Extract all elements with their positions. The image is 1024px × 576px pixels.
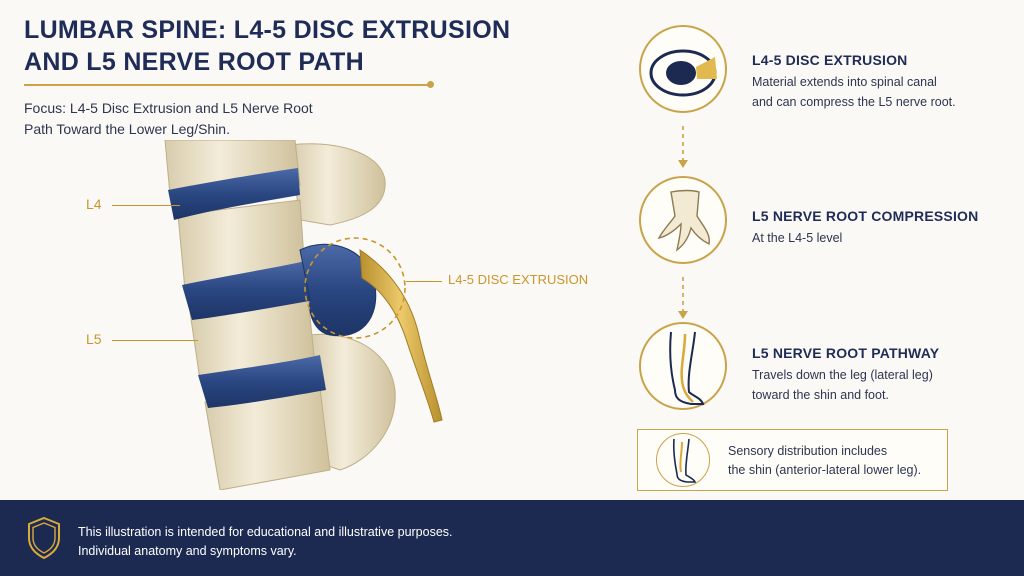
disc-l4-l5	[182, 260, 315, 320]
step-2-icon-circle	[639, 176, 727, 264]
disclaimer-line-1: This illustration is intended for educat…	[78, 525, 453, 539]
focus-line-2: Path Toward the Lower Leg/Shin.	[24, 121, 230, 137]
leader-l5	[112, 340, 198, 341]
extrusion-highlight-circle	[304, 237, 406, 339]
step-1-line-1: Material extends into spinal canal	[752, 75, 937, 89]
step-3-title: L5 NERVE ROOT PATHWAY	[752, 345, 940, 361]
leg-pathway-icon	[669, 331, 705, 405]
step-1-title: L4-5 DISC EXTRUSION	[752, 52, 908, 68]
note-line-2: the shin (anterior-lateral lower leg).	[728, 463, 922, 477]
title-line-2: AND L5 NERVE ROOT PATH	[24, 48, 364, 76]
leader-extrusion	[406, 281, 442, 282]
l5-nerve-root	[359, 249, 443, 423]
disc-cross-section-icon	[649, 49, 717, 97]
sensory-note-box: Sensory distribution includes the shin (…	[637, 429, 948, 491]
disc-extrusion	[299, 243, 377, 337]
step-1-icon-circle	[639, 25, 727, 113]
disc-l5-s1	[198, 355, 326, 408]
step-1-body: Material extends into spinal canal and c…	[752, 72, 992, 112]
disclaimer-text: This illustration is intended for educat…	[78, 523, 678, 561]
disclaimer-line-2: Individual anatomy and symptoms vary.	[78, 544, 297, 558]
disc-l3-l4	[168, 168, 300, 220]
spine-illustration	[164, 140, 443, 490]
label-l4: L4	[86, 196, 102, 212]
step-3-body: Travels down the leg (lateral leg) towar…	[752, 365, 992, 405]
step-2-line-1: At the L4-5 level	[752, 231, 843, 245]
page-title: LUMBAR SPINE: L4-5 DISC EXTRUSION AND L5…	[24, 14, 584, 78]
focus-line-1: Focus: L4-5 Disc Extrusion and L5 Nerve …	[24, 100, 313, 116]
arrow-step-1-to-2	[678, 126, 688, 168]
nerve-root-icon	[657, 189, 711, 252]
focus-text: Focus: L4-5 Disc Extrusion and L5 Nerve …	[24, 98, 384, 140]
step-2-title: L5 NERVE ROOT COMPRESSION	[752, 208, 979, 224]
footer-bar: This illustration is intended for educat…	[0, 500, 1024, 576]
arrow-step-2-to-3	[678, 277, 688, 319]
step-1-line-2: and can compress the L5 nerve root.	[752, 95, 956, 109]
step-3-line-2: toward the shin and foot.	[752, 388, 889, 402]
step-2-body: At the L4-5 level	[752, 228, 992, 248]
label-l5: L5	[86, 331, 102, 347]
leader-l4	[112, 205, 180, 206]
leg-sensory-icon	[672, 438, 697, 483]
spinous-process-lower	[309, 333, 396, 471]
shield-icon	[28, 516, 60, 560]
note-text: Sensory distribution includes the shin (…	[728, 442, 943, 480]
title-underline	[24, 84, 430, 86]
step-3-line-1: Travels down the leg (lateral leg)	[752, 368, 933, 382]
spinous-process-upper	[289, 143, 386, 226]
note-icon-circle	[656, 433, 710, 487]
note-line-1: Sensory distribution includes	[728, 444, 888, 458]
title-underline-dot	[427, 81, 434, 88]
title-line-1: LUMBAR SPINE: L4-5 DISC EXTRUSION	[24, 16, 511, 44]
step-3-icon-circle	[639, 322, 727, 410]
label-extrusion: L4-5 DISC EXTRUSION	[448, 272, 589, 287]
